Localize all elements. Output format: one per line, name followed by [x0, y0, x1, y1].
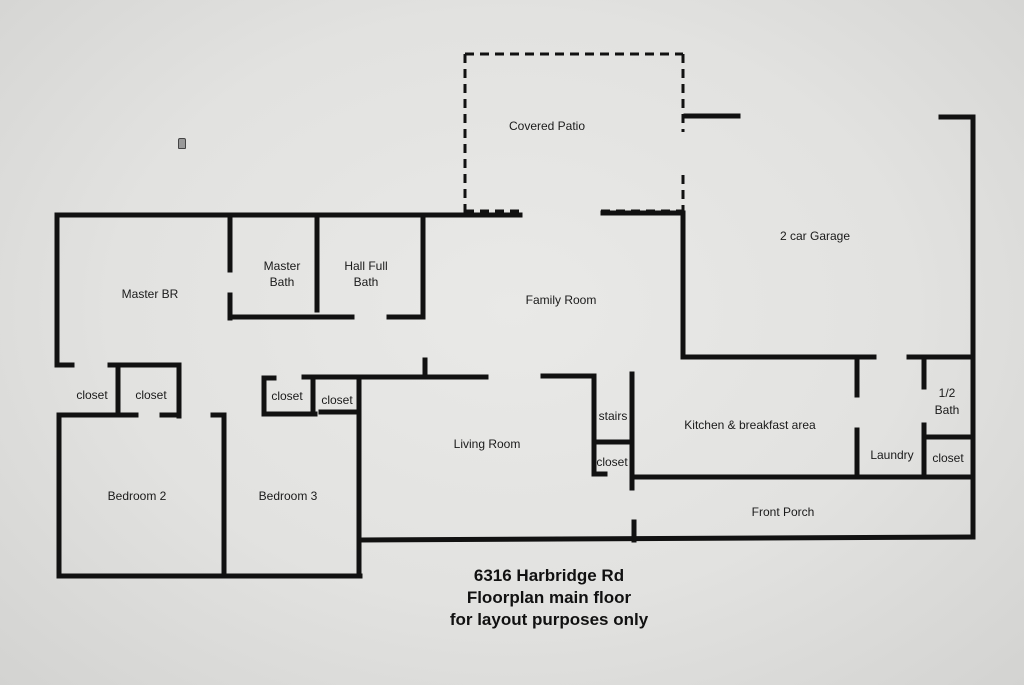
caption-note: for layout purposes only — [449, 610, 649, 629]
laundry-label: Laundry — [870, 448, 914, 462]
stairs-label: stairs — [598, 409, 628, 423]
family-room-label: Family Room — [525, 293, 597, 307]
closet-label-6: closet — [932, 451, 964, 465]
covered-patio-outline — [463, 52, 685, 213]
master-br-label: Master BR — [121, 287, 179, 301]
plan-caption: 6316 Harbridge Rd Floorplan main floor f… — [419, 565, 679, 631]
caption-address: 6316 Harbridge Rd — [473, 566, 625, 585]
master-bath-label-line1: Master — [263, 259, 301, 273]
kitchen-label: Kitchen & breakfast area — [684, 418, 816, 432]
bedroom-3-label: Bedroom 3 — [258, 489, 318, 503]
master-bath-label-line2: Bath — [269, 275, 295, 289]
front-porch-label: Front Porch — [751, 505, 815, 519]
closet-label-3: closet — [271, 389, 303, 403]
closet-label-1: closet — [76, 388, 108, 402]
caption-floor: Floorplan main floor — [466, 588, 632, 607]
half-bath-label-line1: 1/2 — [938, 386, 956, 400]
bedroom-2-label: Bedroom 2 — [107, 489, 167, 503]
living-room-label: Living Room — [453, 437, 521, 451]
hall-bath-label-line1: Hall Full — [344, 259, 388, 273]
pen-mark — [178, 138, 186, 149]
covered-patio-label: Covered Patio — [508, 119, 586, 133]
half-bath-label-line2: Bath — [934, 403, 960, 417]
closet-label-5: closet — [596, 455, 628, 469]
closet-label-2: closet — [135, 388, 167, 402]
walls — [54, 113, 976, 579]
garage-label: 2 car Garage — [779, 229, 851, 243]
closet-label-4: closet — [321, 393, 353, 407]
hall-bath-label-line2: Bath — [353, 275, 379, 289]
